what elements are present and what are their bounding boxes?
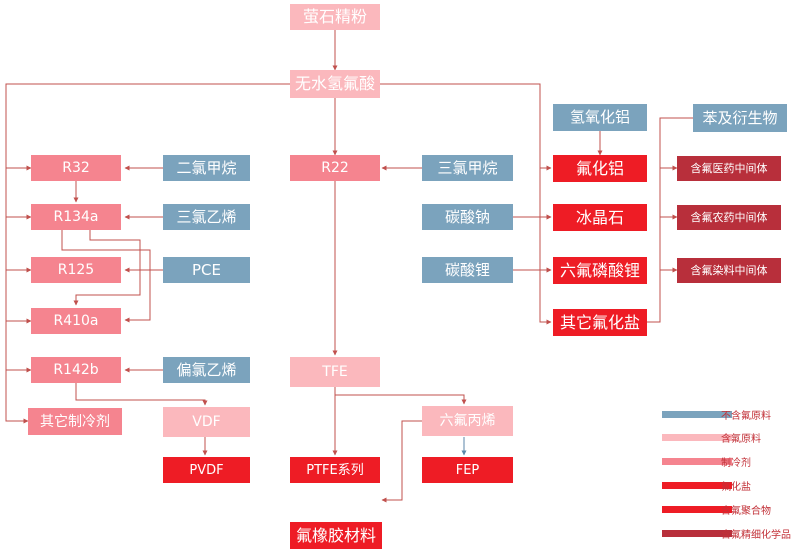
- node-fluorite: 萤石精粉: [290, 4, 380, 30]
- node-lithium-carbonate: 碳酸锂: [422, 257, 513, 283]
- legend-label: 制冷剂: [721, 458, 751, 469]
- node-sodium-carbonate: 碳酸钠: [422, 204, 513, 230]
- node-other-refrigerants: 其它制冷剂: [28, 408, 122, 435]
- legend-swatch: [662, 506, 732, 513]
- node-r134a: R134a: [31, 204, 121, 230]
- node-hfp: 六氟丙烯: [422, 406, 513, 436]
- node-fluororubber: 氟橡胶材料: [290, 522, 382, 549]
- node-chloroform: 三氯甲烷: [422, 155, 513, 181]
- legend-item: 制冷剂: [662, 454, 792, 469]
- node-lipf6: 六氟磷酸锂: [553, 257, 647, 284]
- node-al-hydroxide: 氢氧化铝: [553, 104, 647, 131]
- node-vdf: VDF: [163, 407, 250, 437]
- node-r22: R22: [290, 155, 380, 181]
- node-trichloroethylene: 三氯乙烯: [163, 204, 250, 230]
- legend-item: 含氟聚合物: [662, 502, 792, 517]
- node-pce: PCE: [163, 257, 250, 283]
- legend-label: 含氟原料: [721, 434, 761, 445]
- node-pharma-intermediates: 含氟医药中间体: [677, 156, 781, 181]
- node-tfe: TFE: [290, 357, 380, 387]
- legend-swatch: [662, 482, 732, 489]
- node-pvdf: PVDF: [163, 457, 250, 483]
- node-dichloromethane: 二氯甲烷: [163, 155, 250, 181]
- node-ptfe-series: PTFE系列: [290, 457, 380, 483]
- legend-swatch: [662, 434, 732, 441]
- node-dye-intermediates: 含氟染料中间体: [677, 258, 781, 283]
- node-aluminium-fluoride: 氟化铝: [553, 155, 647, 182]
- node-hf: 无水氢氟酸: [290, 70, 380, 98]
- legend-swatch: [662, 530, 732, 537]
- legend-label: 不含氟原料: [721, 411, 771, 422]
- node-fep: FEP: [422, 457, 513, 483]
- node-r32: R32: [31, 155, 121, 181]
- legend-item: 不含氟原料: [662, 407, 792, 422]
- node-other-fluoride-salts: 其它氟化盐: [553, 309, 647, 336]
- node-benzene-derivatives: 苯及衍生物: [693, 104, 787, 132]
- node-agro-intermediates: 含氟农药中间体: [677, 205, 781, 230]
- legend-item: 氟化盐: [662, 478, 792, 493]
- legend-item: 含氟精细化学品: [662, 526, 792, 541]
- legend-label: 氟化盐: [721, 482, 751, 493]
- node-r410a: R410a: [31, 308, 121, 334]
- node-cryolite: 冰晶石: [553, 204, 647, 231]
- legend-swatch: [662, 411, 732, 418]
- node-r125: R125: [31, 257, 121, 283]
- legend-swatch: [662, 458, 732, 465]
- legend-label: 含氟聚合物: [721, 506, 771, 517]
- node-r142b: R142b: [31, 357, 121, 383]
- node-vinylidene-chloride: 偏氯乙烯: [163, 357, 250, 383]
- legend-item: 含氟原料: [662, 430, 792, 445]
- legend-label: 含氟精细化学品: [721, 530, 791, 541]
